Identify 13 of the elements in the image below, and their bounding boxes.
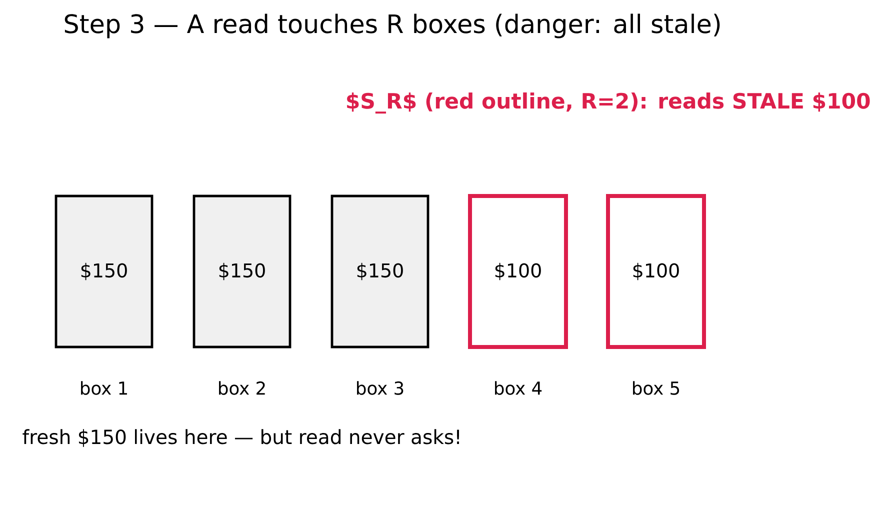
title: Step 3 — A read touches R boxes (danger: all stale) [64,14,720,38]
value-box: $100 [468,194,568,349]
value-box: $100 [606,194,706,349]
value-box: $150 [330,194,430,348]
value-box: $150 [54,194,154,348]
note-text: fresh $150 lives here — but read never asks! [22,429,459,447]
value-box: $150 [192,194,292,348]
box-label: box 4 [495,381,542,395]
box-label: box 2 [219,381,265,395]
warning-note: $S_R$ (red outline, R=2): reads STALE $100 [347,92,870,114]
box-label: box 3 [357,381,404,395]
box-label: box 5 [633,381,680,395]
box-label: box 1 [81,381,127,395]
